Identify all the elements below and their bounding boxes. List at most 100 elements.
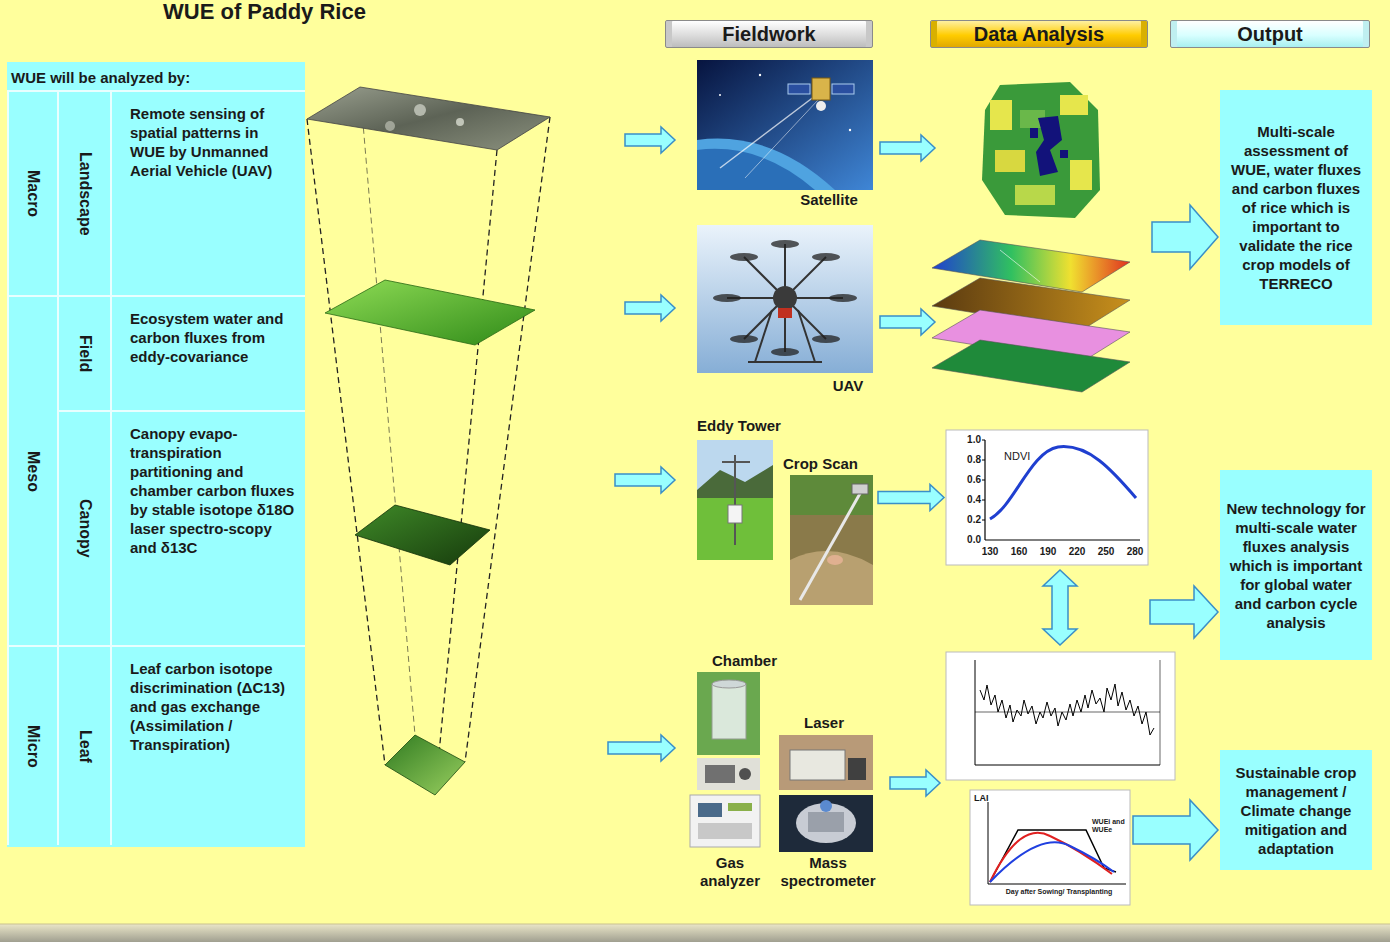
bottom-band-part: [0, 924, 1390, 942]
level-description: Leaf carbon isotope discrimination (ΔC13…: [110, 645, 305, 845]
wue-map: [982, 82, 1100, 218]
lab-instruments-part: [820, 800, 832, 812]
satellite-photo-part: [697, 60, 873, 190]
axis-label: 0.4: [955, 494, 981, 506]
lab-instruments-part: [712, 680, 746, 688]
satellite-photo-part: [812, 78, 830, 100]
satellite-photo: [697, 60, 873, 190]
uav-photo-part: [778, 308, 792, 318]
uav-image-layers-part: [932, 340, 1130, 392]
diagram-title: WUE of Paddy Rice: [163, 0, 366, 24]
isotope-chart-part: [1160, 660, 1161, 765]
eddy-tower-photo-part: [697, 440, 773, 560]
wue-map-part: [1060, 150, 1068, 158]
axis-label: 160: [1004, 546, 1034, 558]
uav-photo-part-part: [798, 310, 815, 362]
lab-instruments-part: [697, 758, 760, 790]
satellite-photo-part: [697, 149, 815, 190]
scale-band: Meso: [7, 295, 57, 645]
eddy-tower-photo-part: [734, 455, 736, 545]
lai-chart-part: [988, 802, 989, 884]
lab-instruments-part: [739, 768, 751, 780]
ndvi-chart-part: [984, 440, 985, 540]
lab-instruments-part: [698, 803, 722, 817]
axis-label: 190: [1033, 546, 1063, 558]
uav-photo-part: [697, 225, 873, 373]
uav-photo-part: [773, 286, 797, 310]
node-text: Day after Sowing/ Transplanting: [994, 888, 1124, 896]
flow-arrow: [878, 485, 944, 511]
node-text: Multi-scale assessment of WUE, water flu…: [1226, 122, 1366, 293]
axis-label: 0.2: [955, 514, 981, 526]
lab-instruments-part: [712, 684, 746, 739]
satellite-photo-part: [788, 84, 810, 94]
node-text: Leaf carbon isotope discrimination (ΔC13…: [130, 659, 297, 754]
lai-chart-part: [990, 833, 1112, 882]
photo-panel: Eddy TowerCrop Scan: [695, 415, 875, 610]
isotope-chart-part: [980, 684, 1154, 735]
isotope-chart-part: [975, 660, 976, 765]
bottom-band-part: [0, 924, 1390, 925]
eddy-tower-photo-part: [722, 461, 750, 463]
bottom-band: [0, 924, 1390, 942]
uav-image-layers-part: [1000, 250, 1040, 282]
crop-scan-photo-part: [790, 475, 873, 605]
instrument-panel: ChamberLaserGas analyzerMass spectromete…: [690, 648, 880, 922]
output-box: New technology for multi-scale water flu…: [1220, 470, 1372, 660]
isotope-chart-part: [975, 765, 1160, 766]
small-arrows-part: [880, 309, 935, 335]
node-text: Canopy evapo-transpiration partitioning …: [130, 424, 297, 557]
small-arrows-part: [1152, 205, 1218, 269]
isotope-chart: [946, 652, 1175, 780]
flow-arrow: [1133, 800, 1218, 860]
small-arrows-part: [880, 135, 935, 161]
ndvi-chart-part: [982, 440, 985, 520]
uav-photo: [697, 225, 873, 373]
isotope-chart-part: [946, 652, 1175, 780]
small-arrows-part: [1150, 586, 1218, 638]
level-description: Remote sensing of spatial patterns in WU…: [110, 90, 305, 295]
uav-photo-part-part: [812, 335, 840, 343]
scale-pyramid-part: [385, 121, 395, 131]
crop-scan-photo: [790, 475, 873, 605]
lai-chart: [970, 790, 1130, 905]
scale-pyramid-part: [360, 88, 415, 735]
uav-image-layers: [932, 240, 1130, 392]
node-text: Sustainable crop management / Climate ch…: [1226, 763, 1366, 858]
axis-label: 0.6: [955, 474, 981, 486]
axis-label: 0.8: [955, 454, 981, 466]
lab-instruments-part: [697, 672, 760, 755]
level-description: Canopy evapo-transpiration partitioning …: [110, 410, 305, 645]
satellite-photo-part: [816, 101, 826, 111]
lab-instruments-part: [705, 765, 735, 783]
axis-label: 250: [1091, 546, 1121, 558]
uav-photo-part-part: [812, 253, 840, 261]
wue-map-part: [1060, 95, 1088, 115]
ndvi-chart: [946, 430, 1148, 565]
photo-panel: UAV: [695, 223, 875, 395]
lab-instruments: [690, 672, 873, 852]
uav-photo-part-part: [748, 361, 822, 363]
ndvi-chart-part-part: [982, 520, 985, 521]
lab-instruments-part: [808, 812, 844, 832]
crop-scan-photo-part: [800, 490, 862, 600]
column-header: Fieldwork: [665, 20, 873, 48]
node-text: Laser: [804, 714, 844, 732]
satellite-photo-part: [720, 96, 815, 168]
scale-pyramid: [307, 87, 550, 795]
scale-pyramid-part: [385, 735, 465, 795]
node-text: Ecosystem water and carbon fluxes from e…: [130, 309, 297, 366]
small-arrows-part: [625, 295, 675, 321]
lai-chart-part: [970, 790, 1130, 905]
wue-map-part: [1015, 185, 1055, 205]
ndvi-chart-part-part: [982, 440, 985, 441]
lab-instruments-part: [790, 750, 845, 780]
lab-instruments-part: [848, 758, 866, 780]
node-text: Canopy: [77, 499, 93, 558]
scale-band: Micro: [7, 645, 57, 845]
level-description: Ecosystem water and carbon fluxes from e…: [110, 295, 305, 410]
lab-instruments-part: [728, 803, 752, 811]
node-text: UAV: [823, 377, 873, 395]
uav-photo-part-part: [713, 294, 741, 302]
